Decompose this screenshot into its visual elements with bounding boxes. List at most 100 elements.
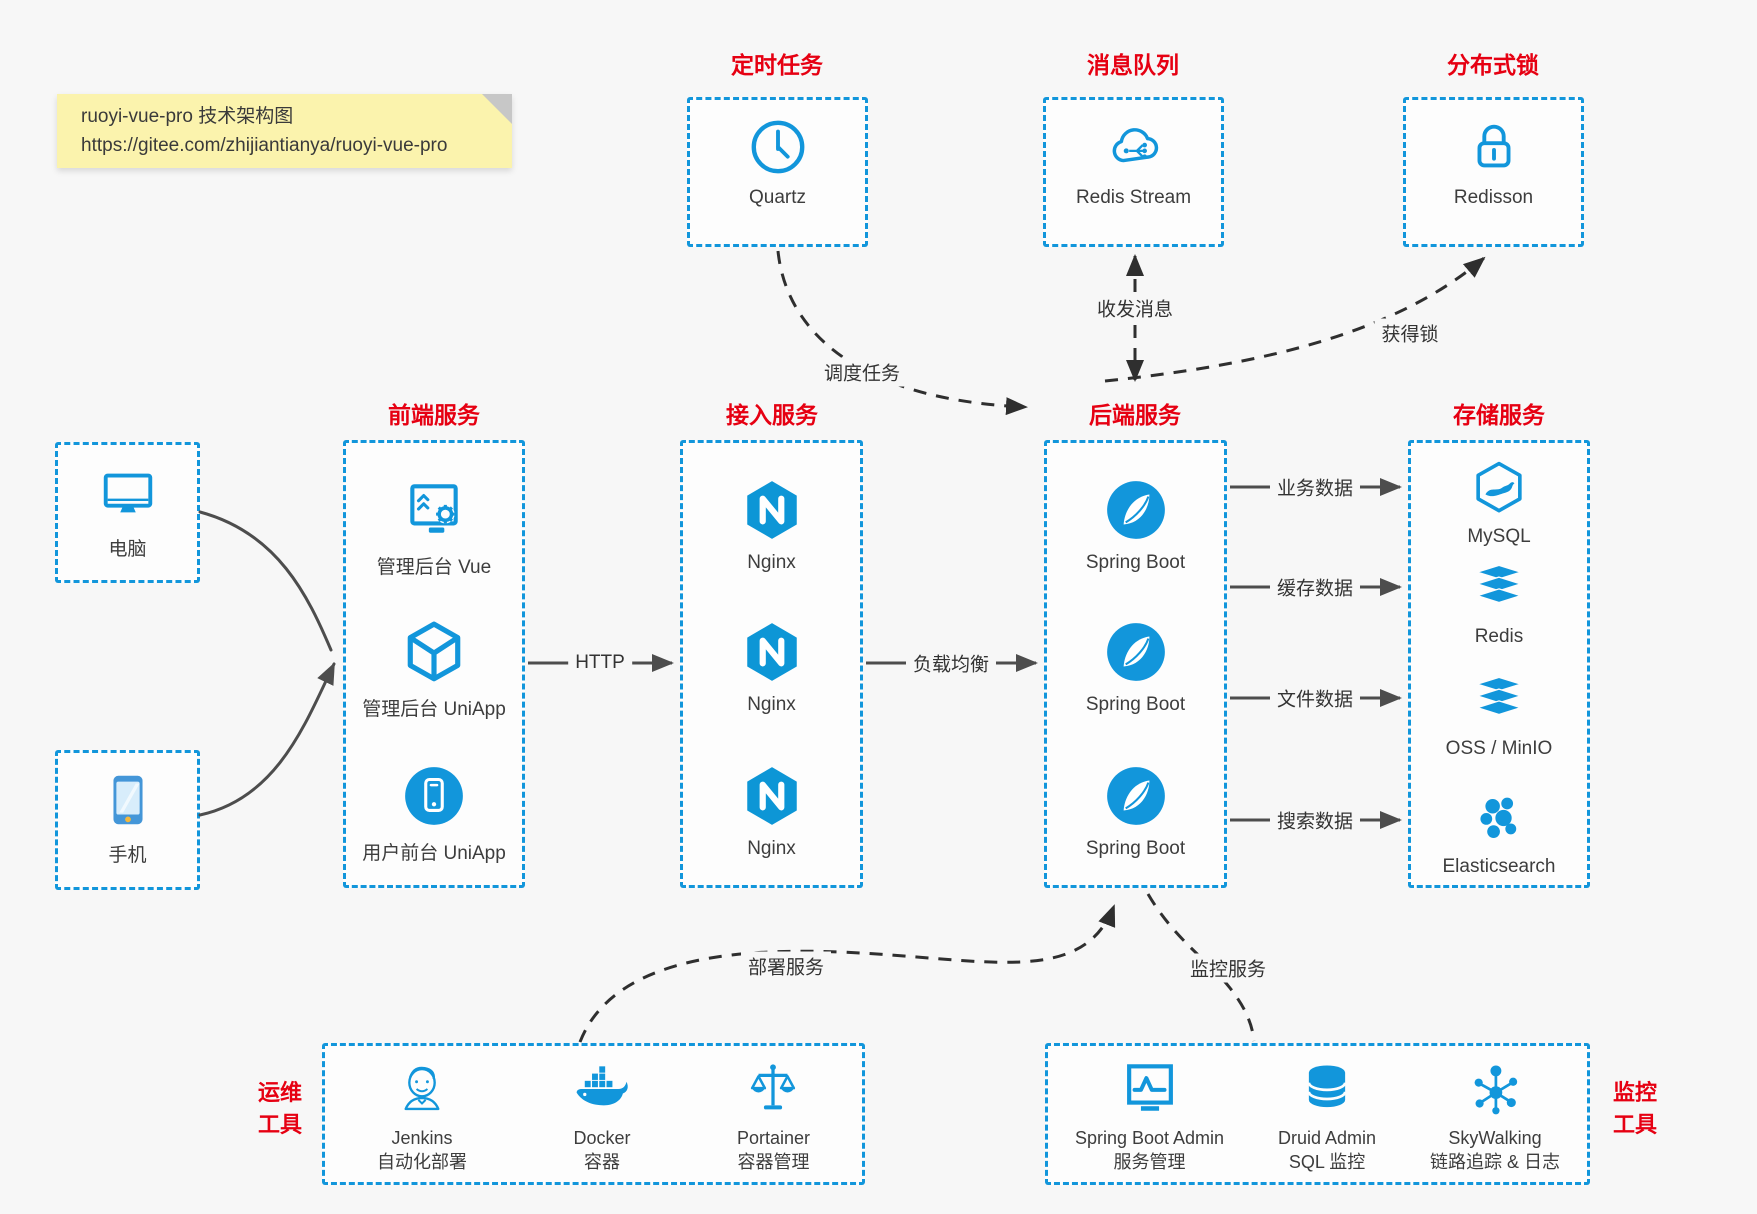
- tool-desc: 自动化部署: [376, 1152, 467, 1173]
- node-skywalking: SkyWalking 链路追踪 & 日志: [1430, 1060, 1560, 1175]
- tool-name: Docker: [573, 1128, 631, 1148]
- node-label: Jenkins 自动化部署: [377, 1126, 467, 1175]
- tool-name: Spring Boot Admin: [1074, 1128, 1225, 1148]
- node-admin-vue: 管理后台 Vue: [346, 477, 522, 579]
- node-nginx-3: Nginx: [683, 763, 860, 860]
- monitor-label-line1: 监控: [1612, 1080, 1657, 1105]
- group-title-lock: 分布式锁: [1447, 52, 1539, 78]
- node-label: Portainer 容器管理: [737, 1126, 810, 1175]
- node-label: 管理后台 UniApp: [362, 699, 506, 720]
- node-label: Redis: [1474, 626, 1524, 647]
- ops-label-line1: 运维: [257, 1080, 302, 1105]
- node-oss-minio: OSS / MinIO: [1411, 671, 1587, 760]
- node-redis-stream: Redis Stream: [1046, 116, 1221, 209]
- group-box-lock: Redisson: [1403, 97, 1584, 247]
- spring-boot-icon: [1106, 767, 1165, 825]
- tool-desc: 服务管理: [1113, 1152, 1186, 1173]
- node-label: OSS / MinIO: [1445, 738, 1553, 759]
- edge-label-monitor: 监控服务: [1182, 953, 1274, 983]
- client-box-phone: 手机: [55, 750, 200, 890]
- edge-label-acquire-lock: 获得锁: [1374, 318, 1446, 348]
- edge-label-schedule: 调度任务: [816, 357, 908, 387]
- skywalking-topology-icon: [1474, 1065, 1518, 1115]
- node-docker: Docker 容器: [571, 1060, 633, 1175]
- monitor-chart-icon: [1126, 1064, 1173, 1111]
- node-jenkins: Jenkins 自动化部署: [377, 1060, 467, 1175]
- note-title: ruoyi-vue-pro 技术架构图: [81, 106, 294, 127]
- node-quartz: Quartz: [690, 116, 865, 209]
- spring-boot-icon: [1106, 481, 1165, 539]
- node-label: Redisson: [1453, 187, 1534, 208]
- group-box-ops-tools: Jenkins 自动化部署 Docker 容器: [322, 1043, 865, 1185]
- node-redisson: Redisson: [1406, 116, 1581, 209]
- edge-label-business-data: 业务数据: [1269, 472, 1361, 502]
- node-springboot-1: Spring Boot: [1047, 477, 1224, 574]
- group-title-scheduler: 定时任务: [731, 52, 823, 78]
- node-label: Redis Stream: [1075, 187, 1192, 208]
- clock-icon: [751, 120, 804, 174]
- elasticsearch-icon: [1480, 797, 1517, 838]
- monitor-tools-side-label: 监控 工具: [1602, 1077, 1668, 1141]
- node-label: 管理后台 Vue: [376, 557, 492, 578]
- node-label: Elasticsearch: [1442, 856, 1556, 877]
- tool-desc: 容器管理: [737, 1152, 810, 1173]
- node-label: Docker 容器: [573, 1126, 630, 1175]
- lock-icon: [1477, 124, 1510, 168]
- tool-name: Portainer: [736, 1128, 810, 1148]
- node-label: Spring Boot: [1085, 552, 1186, 573]
- node-portainer: Portainer 容器管理: [737, 1060, 810, 1175]
- node-admin-uniapp: 管理后台 UniApp: [346, 619, 522, 721]
- node-springboot-admin: Spring Boot Admin 服务管理: [1075, 1060, 1224, 1175]
- tool-name: SkyWalking: [1448, 1128, 1542, 1148]
- edge-phone-to-frontend: [198, 662, 336, 817]
- ops-tools-side-label: 运维 工具: [247, 1077, 313, 1141]
- tool-name: Jenkins: [391, 1128, 453, 1148]
- node-label: 用户前台 UniApp: [362, 843, 506, 864]
- node-pc: 电脑: [58, 463, 197, 561]
- node-label: Spring Boot Admin 服务管理: [1075, 1126, 1224, 1175]
- node-nginx-1: Nginx: [683, 477, 860, 574]
- node-mysql: MySQL: [1411, 459, 1587, 548]
- edge-label-file-data: 文件数据: [1269, 683, 1361, 713]
- node-label: SkyWalking 链路追踪 & 日志: [1430, 1126, 1560, 1175]
- node-label: 手机: [108, 845, 147, 866]
- ops-label-line2: 工具: [257, 1111, 302, 1137]
- node-user-uniapp: 用户前台 UniApp: [346, 763, 522, 865]
- group-title-storage: 存储服务: [1453, 402, 1545, 428]
- storage-stack-icon: [1474, 676, 1524, 716]
- edge-label-cache-data: 缓存数据: [1269, 572, 1361, 602]
- edge-label-load-balance: 负载均衡: [905, 648, 997, 678]
- redis-stack-icon: [1474, 564, 1524, 604]
- tool-desc: 容器: [583, 1152, 620, 1173]
- sticky-note: ruoyi-vue-pro 技术架构图 https://gitee.com/zh…: [57, 94, 512, 168]
- desktop-icon: [103, 473, 152, 513]
- group-title-mq: 消息队列: [1087, 52, 1179, 78]
- nginx-icon: [746, 623, 797, 681]
- uniapp-cube-icon: [407, 621, 461, 682]
- group-box-monitor-tools: Spring Boot Admin 服务管理 Druid Admin SQL 监…: [1045, 1043, 1590, 1185]
- admin-vue-icon: [410, 484, 458, 533]
- group-box-access: Nginx Nginx Nginx: [680, 440, 863, 888]
- group-box-scheduler: Quartz: [687, 97, 868, 247]
- group-box-backend: Spring Boot Spring Boot Spring Boot: [1044, 440, 1227, 888]
- node-elasticsearch: Elasticsearch: [1411, 789, 1587, 878]
- node-label: Spring Boot: [1085, 838, 1186, 859]
- cloud-stream-icon: [1112, 128, 1158, 163]
- node-springboot-2: Spring Boot: [1047, 619, 1224, 716]
- node-label: Druid Admin SQL 监控: [1278, 1126, 1376, 1175]
- edge-label-messages: 收发消息: [1089, 293, 1181, 323]
- note-url: https://gitee.com/zhijiantianya/ruoyi-vu…: [81, 134, 448, 156]
- tool-name: Druid Admin: [1278, 1128, 1377, 1148]
- node-label: Nginx: [747, 694, 796, 715]
- jenkins-icon: [404, 1066, 440, 1111]
- node-label: Nginx: [747, 838, 796, 859]
- group-box-mq: Redis Stream: [1043, 97, 1224, 247]
- tool-desc: SQL 监控: [1288, 1152, 1366, 1173]
- group-box-frontend: 管理后台 Vue 管理后台 UniApp 用户前台 UniApp: [343, 440, 525, 888]
- node-phone: 手机: [58, 769, 197, 867]
- client-box-pc: 电脑: [55, 442, 200, 583]
- node-label: Nginx: [747, 552, 796, 573]
- edge-label-http: HTTP: [568, 651, 632, 675]
- node-label: Quartz: [748, 187, 807, 208]
